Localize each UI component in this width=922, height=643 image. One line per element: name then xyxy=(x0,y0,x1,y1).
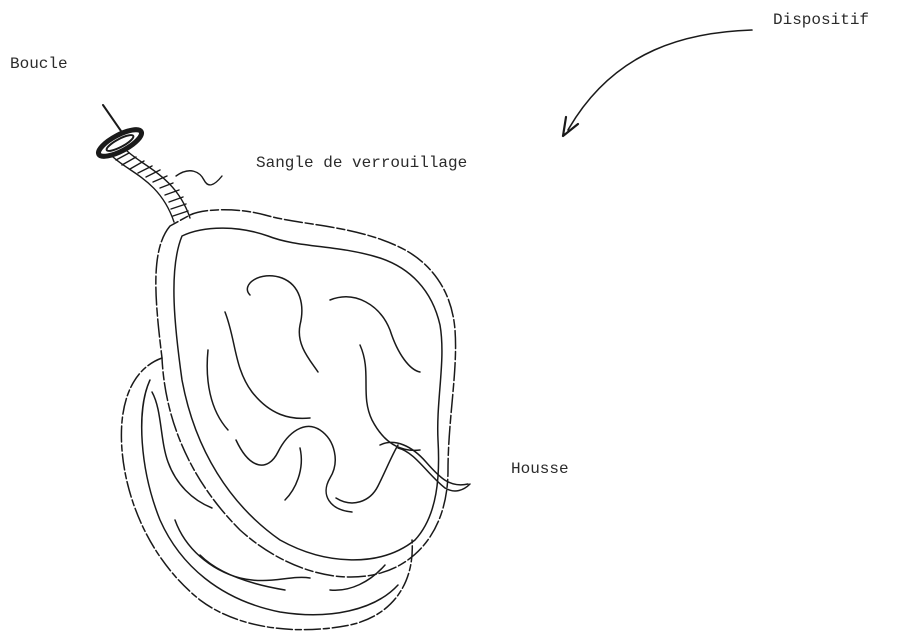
locking-strap xyxy=(112,150,190,222)
cover-bag xyxy=(121,210,468,630)
dispositif-arrow xyxy=(563,30,752,136)
loop-string xyxy=(103,105,121,131)
strap-tail xyxy=(176,171,222,185)
